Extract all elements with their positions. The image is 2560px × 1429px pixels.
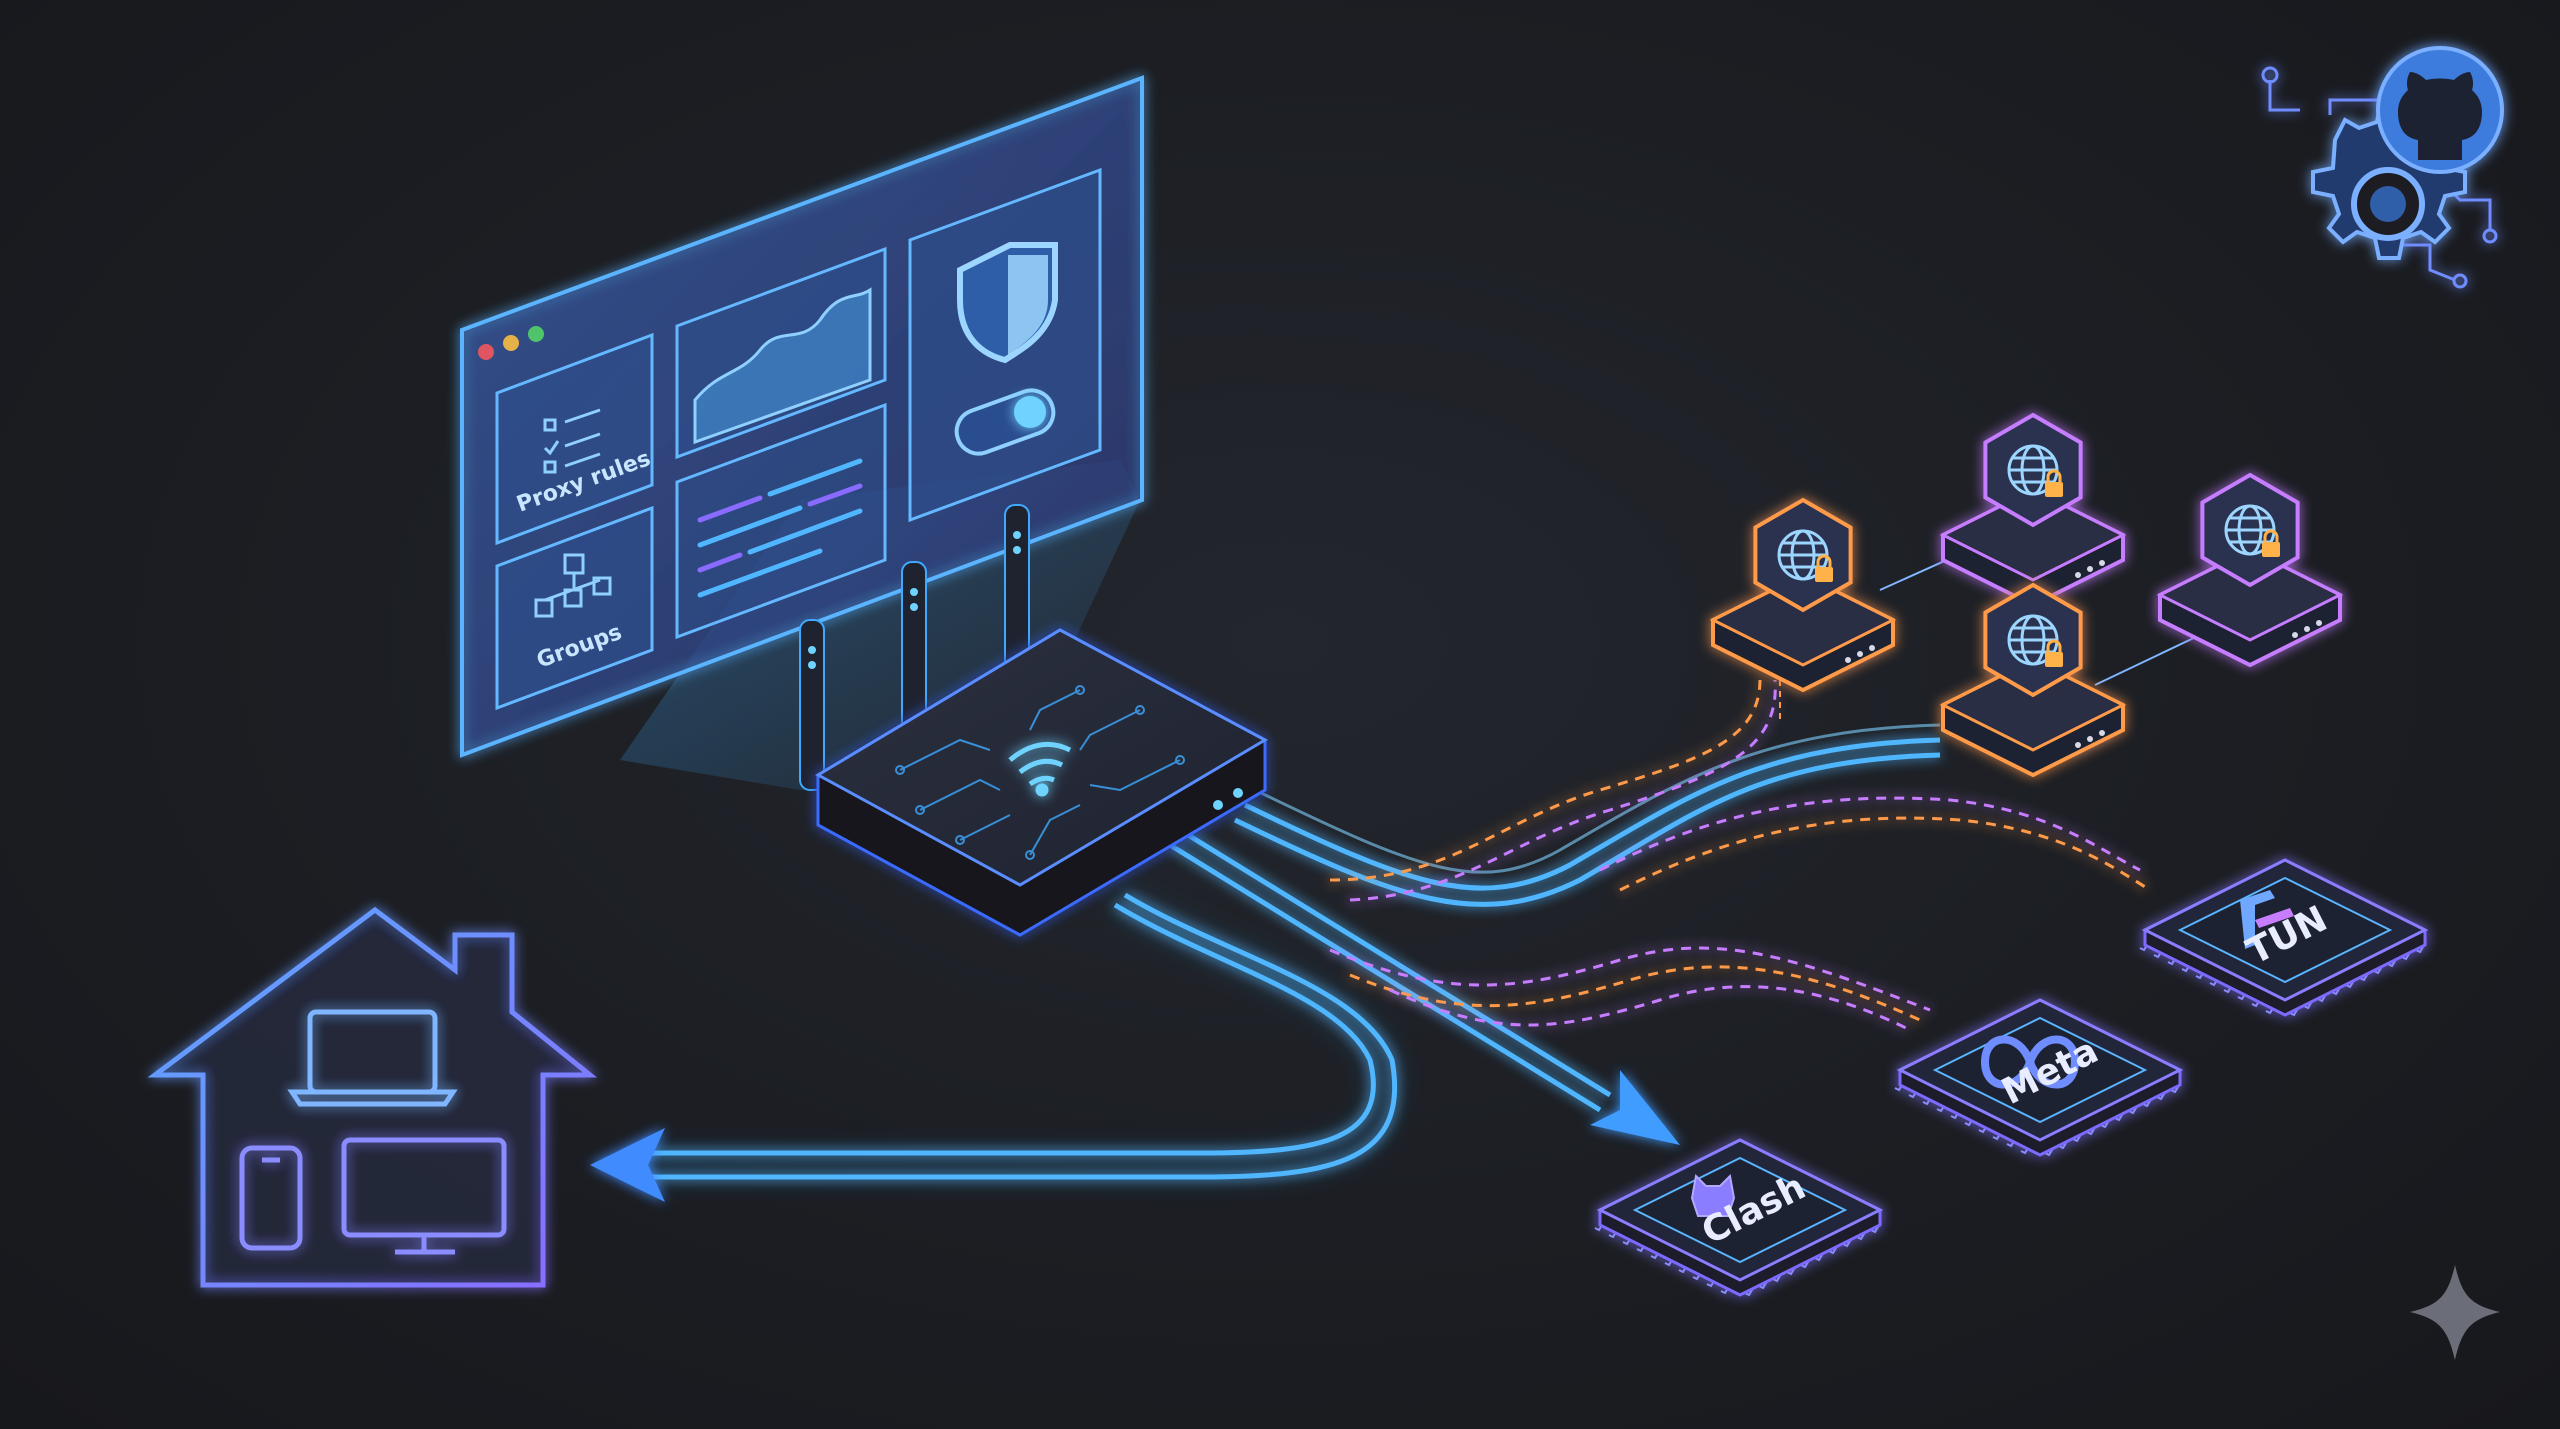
window-minimize-dot[interactable] [503, 335, 519, 351]
log-lines-icon [697, 458, 863, 598]
toggle-switch-icon[interactable] [950, 384, 1059, 460]
cat-icon [1690, 1173, 1736, 1217]
chip-tun[interactable]: TUN [2139, 858, 2429, 1017]
chip-clash[interactable]: Clash [1594, 1138, 1884, 1297]
proxy-node-4[interactable] [2156, 472, 2344, 668]
arrow-to-home-icon [590, 1128, 665, 1202]
globe-lock-icon [2007, 614, 2059, 666]
wifi-icon [1008, 741, 1072, 797]
circuit-traces [895, 685, 1185, 860]
laptop-icon [287, 1009, 458, 1107]
github-gear-icon[interactable] [2261, 46, 2504, 289]
area-chart-icon [693, 287, 872, 445]
phone-icon [239, 1145, 303, 1251]
globe-lock-icon [2007, 444, 2059, 496]
return-flow-line [640, 902, 1376, 1156]
proxy-node-2[interactable] [1939, 412, 2127, 608]
router-top [814, 628, 1269, 887]
chip-meta[interactable]: Meta [1894, 998, 2184, 1157]
globe-lock-icon [2224, 504, 2276, 556]
checklist-icon [543, 408, 601, 474]
home [147, 906, 598, 1288]
monitor-icon [341, 1137, 507, 1255]
proxy-node-3[interactable] [1939, 582, 2127, 778]
connection-paths [590, 679, 2151, 1202]
window-close-dot[interactable] [478, 344, 494, 360]
flow-to-clash-line [1168, 842, 1602, 1113]
router[interactable] [799, 504, 1269, 937]
house-outline [147, 906, 598, 1288]
shield-icon [957, 242, 1058, 364]
card-traffic-graph[interactable] [675, 246, 887, 460]
proxy-nodes [1709, 412, 2344, 778]
proxy-node-1[interactable] [1709, 497, 1897, 693]
card-proxy-rules[interactable]: Proxy rules [495, 332, 654, 546]
infinity-icon [1980, 1035, 2080, 1089]
arrow-to-clash-icon [1590, 1070, 1680, 1145]
globe-lock-icon [1777, 529, 1829, 581]
tun-logo-icon [2240, 890, 2294, 949]
card-logs[interactable] [675, 402, 887, 640]
sparkle-icon [2410, 1265, 2500, 1360]
card-shield[interactable] [908, 167, 1102, 523]
hierarchy-icon [534, 553, 612, 618]
window-maximize-dot[interactable] [528, 326, 544, 342]
router-status-led [1213, 800, 1223, 810]
card-groups[interactable]: Groups [495, 505, 654, 711]
flow-to-nodes-line [1233, 752, 1941, 907]
dashed-magenta-line [1329, 946, 1931, 1012]
dashed-orange-line [1329, 679, 1762, 882]
antennas [799, 504, 1030, 791]
